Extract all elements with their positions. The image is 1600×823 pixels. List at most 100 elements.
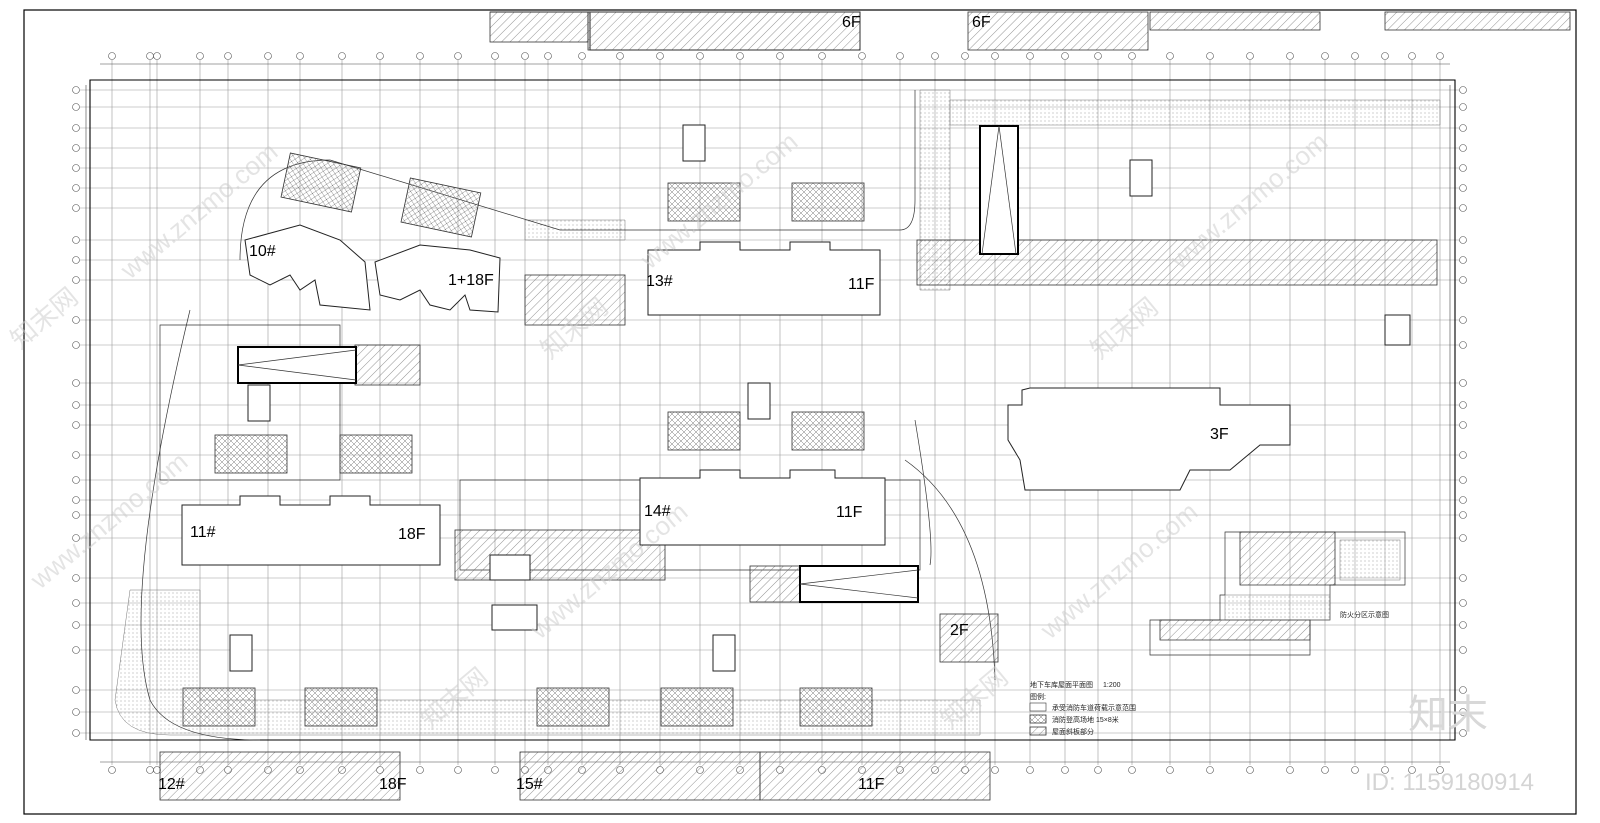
legend: 地下车库屋面平面图 1:200 图例: 承受消防车道荷载示意范围 消防登高场地 … [1029, 680, 1136, 736]
label-club-floors: 3F [1210, 426, 1229, 443]
axis-bubble [1206, 52, 1214, 60]
axis-bubble [1459, 236, 1467, 244]
label-building-10: 10# [249, 243, 276, 260]
axis-bubble [72, 451, 80, 459]
top-building-corner [489, 11, 589, 43]
legend-item-3: 屋面斜板部分 [1052, 727, 1094, 736]
bottom-building-15 [519, 751, 761, 801]
top-building-right-hatch [967, 11, 1149, 51]
axis-bubble [72, 124, 80, 132]
axis-bubble [1381, 766, 1389, 774]
fire-climbing-areas [182, 152, 873, 727]
axis-bubble [1459, 646, 1467, 654]
axis-bubble [1094, 766, 1102, 774]
axis-bubble [376, 52, 384, 60]
axis-bubble [1459, 276, 1467, 284]
axis-bubble [72, 496, 80, 504]
inset-title: 防火分区示意图 [1340, 610, 1389, 619]
label-building-15: 15# [516, 776, 543, 793]
hatched-block-2f [939, 613, 999, 663]
axis-bubble [1128, 766, 1136, 774]
ramp-left [237, 346, 357, 384]
legend-scale: 1:200 [1103, 682, 1121, 689]
axis-bubble [72, 204, 80, 212]
building-11-footprint [181, 495, 441, 566]
axis-bubble [578, 52, 586, 60]
label-small-floors: 2F [950, 622, 969, 639]
watermark-id: ID: 1159180914 [1365, 769, 1534, 796]
axis-bubble [1459, 451, 1467, 459]
axis-bubble [1351, 766, 1359, 774]
axis-bubble [961, 52, 969, 60]
axis-bubble [1459, 204, 1467, 212]
label-building-14-floors: 11F [836, 504, 863, 521]
axis-bubble [1061, 52, 1069, 60]
axis-bubble [1459, 421, 1467, 429]
top-building-far-right-2 [1384, 11, 1571, 31]
label-top-right-floors: 6F [972, 14, 991, 31]
fire-lane-right [949, 99, 1441, 126]
axis-bubble [1351, 52, 1359, 60]
legend-item-1: 承受消防车道荷载示意范围 [1052, 703, 1136, 712]
axis-bubble [153, 52, 161, 60]
label-building-1: 1+18F [448, 272, 494, 289]
axis-bubble [491, 766, 499, 774]
hatched-block-ramp-b [749, 565, 801, 603]
axis-bubble [1286, 52, 1294, 60]
axis-bubble [1286, 766, 1294, 774]
axis-bubble [1206, 766, 1214, 774]
axis-bubble [696, 52, 704, 60]
axis-bubble [1436, 52, 1444, 60]
axis-bubble [72, 103, 80, 111]
axis-bubble [454, 52, 462, 60]
top-building-far-right [1149, 11, 1321, 31]
axis-bubble [1459, 341, 1467, 349]
club-3f-footprint [1007, 387, 1291, 491]
axis-bubble [72, 256, 80, 264]
axis-bubble [72, 621, 80, 629]
axis-bubble [108, 52, 116, 60]
drawing-frame [23, 9, 1577, 815]
axis-bubble [1408, 766, 1416, 774]
axis-bubble [1026, 766, 1034, 774]
axis-bubble [72, 86, 80, 94]
axis-bubble [491, 52, 499, 60]
axis-bubble [1459, 124, 1467, 132]
axis-bubble [991, 766, 999, 774]
watermark-brand-1: 知末网 [5, 281, 84, 354]
axis-bubble [1459, 621, 1467, 629]
axis-bubble [1459, 511, 1467, 519]
axis-bubble [896, 52, 904, 60]
axis-bubble [72, 379, 80, 387]
axis-bubble [153, 766, 161, 774]
axis-bubble [146, 52, 154, 60]
axis-bubble [72, 421, 80, 429]
axis-bubble [776, 52, 784, 60]
axis-bubble [1459, 316, 1467, 324]
axis-bubble [72, 476, 80, 484]
road-curve-loop [914, 419, 932, 566]
watermark-brand-3: 知末网 [1085, 291, 1164, 364]
axis-bubble [544, 52, 552, 60]
axis-bubble [1459, 256, 1467, 264]
axis-bubble [1459, 708, 1467, 716]
axis-bubble [1459, 599, 1467, 607]
axis-bubble [1321, 52, 1329, 60]
axis-bubble [656, 52, 664, 60]
axis-bubble [108, 766, 116, 774]
axis-bubble [991, 52, 999, 60]
label-building-13-floors: 11F [848, 276, 875, 293]
axis-bubble [1436, 766, 1444, 774]
ramp-bottom [799, 565, 919, 603]
axis-bubble [416, 766, 424, 774]
axis-bubble [72, 164, 80, 172]
axis-bubble [72, 401, 80, 409]
label-building-12-floors: 18F [379, 776, 407, 793]
legend-heading: 图例: [1030, 692, 1046, 701]
axis-bubble [1459, 476, 1467, 484]
axis-bubble [72, 236, 80, 244]
hatched-block-13-left [524, 274, 626, 326]
axis-bubble [1026, 52, 1034, 60]
axis-bubble [72, 574, 80, 582]
